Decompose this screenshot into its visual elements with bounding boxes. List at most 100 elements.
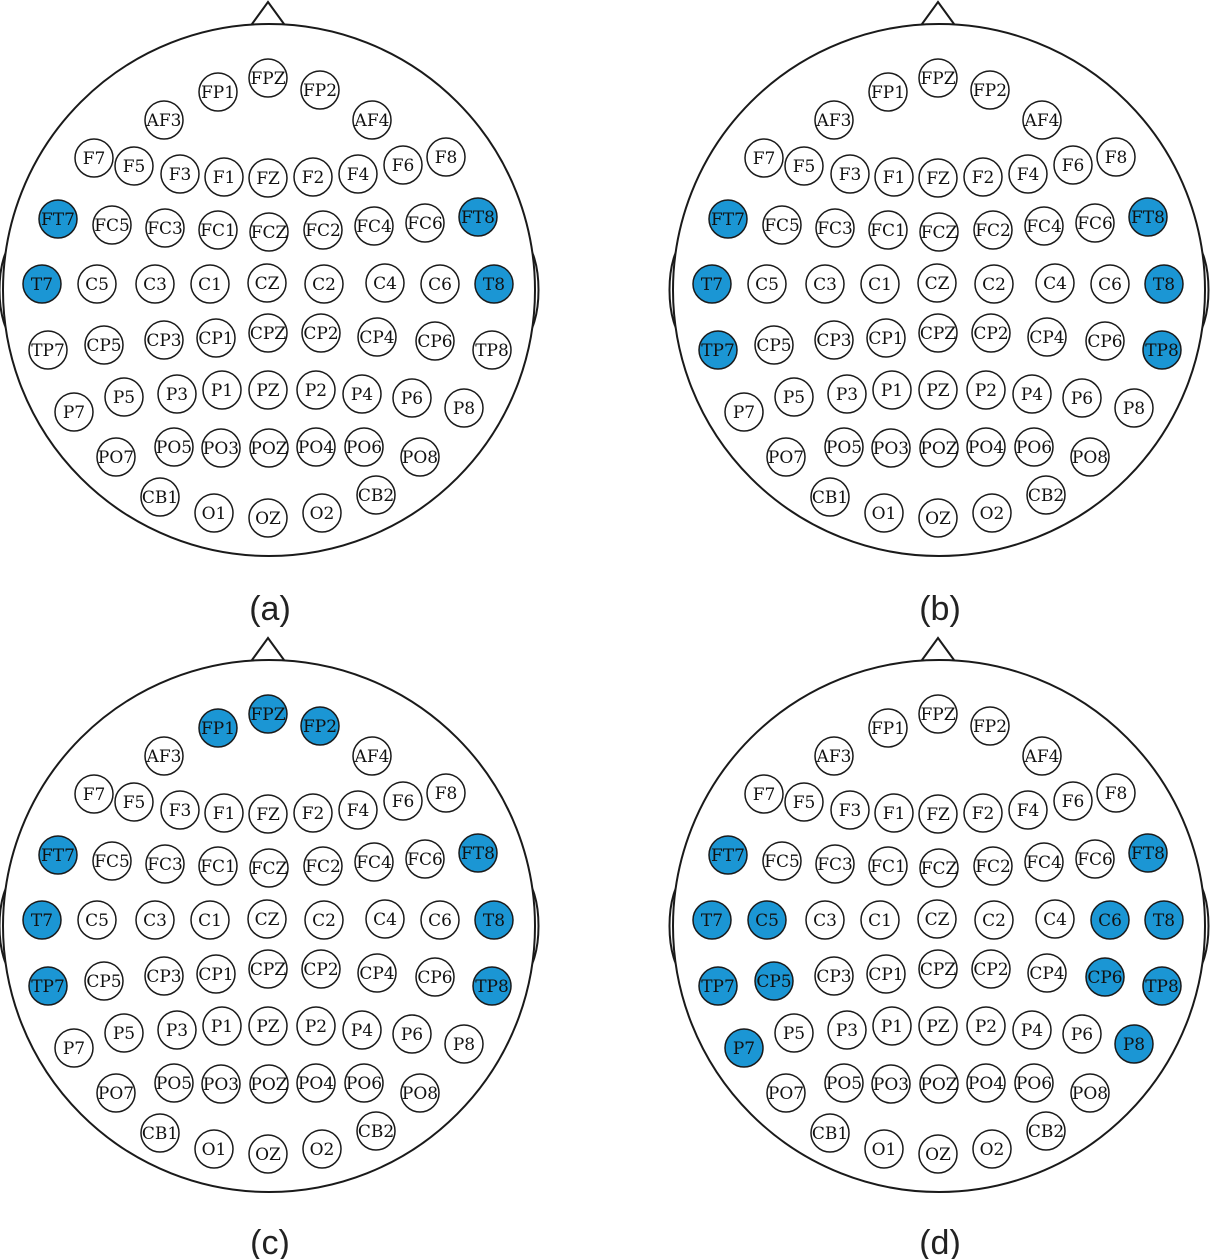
electrode-label: F7 <box>753 149 776 169</box>
electrode-af3: AF3 <box>144 736 184 776</box>
electrode-label: OZ <box>925 509 951 529</box>
electrode-label: O2 <box>310 504 335 524</box>
electrode-marker <box>248 1134 288 1174</box>
electrode-marker <box>405 203 445 243</box>
electrode-label: CB1 <box>812 1124 848 1144</box>
electrode-f8: F8 <box>1096 773 1136 813</box>
electrode-label: FPZ <box>920 69 955 89</box>
electrode-tp7: TP7 <box>28 330 68 370</box>
electrode-label: F1 <box>213 168 236 188</box>
electrode-marker <box>1026 475 1066 515</box>
electrode-c2: C2 <box>974 900 1014 940</box>
electrode-marker <box>160 154 200 194</box>
electrode-label: CP2 <box>973 324 1008 344</box>
electrode-marker <box>1014 427 1054 467</box>
electrode-marker <box>96 1073 136 1113</box>
electrode-cp4: CP4 <box>357 317 397 357</box>
electrode-af4: AF4 <box>352 736 392 776</box>
electrode-label: FZ <box>926 169 950 189</box>
electrode-marker <box>917 263 957 303</box>
electrode-c3: C3 <box>805 264 845 304</box>
electrode-po8: PO8 <box>400 1073 440 1113</box>
electrode-cp1: CP1 <box>196 318 236 358</box>
electrode-marker <box>868 210 908 250</box>
electrode-c2: C2 <box>304 900 344 940</box>
electrode-label: CP4 <box>1029 328 1064 348</box>
electrode-fc1: FC1 <box>868 210 908 250</box>
electrode-label: F1 <box>883 168 906 188</box>
electrode-marker <box>872 370 912 410</box>
electrode-label: P4 <box>1021 1021 1043 1041</box>
electrode-cp1: CP1 <box>196 954 236 994</box>
electrode-label: F7 <box>83 149 106 169</box>
electrode-label: C6 <box>428 911 452 931</box>
electrode-label: C1 <box>868 911 892 931</box>
electrode-marker <box>248 1006 288 1046</box>
panel-caption: (d) <box>919 1224 961 1259</box>
electrode-marker <box>296 370 336 410</box>
electrode-cp2: CP2 <box>301 949 341 989</box>
electrode-label: CP2 <box>303 960 338 980</box>
electrode-marker <box>248 498 288 538</box>
electrode-label: FC3 <box>817 219 853 239</box>
electrode-label: FT7 <box>41 846 75 866</box>
electrode-tp8: TP8 <box>472 966 512 1006</box>
electrode-p6: P6 <box>392 378 432 418</box>
electrode-marker <box>1027 953 1067 993</box>
electrode-marker <box>766 437 806 477</box>
electrode-fc5: FC5 <box>762 841 802 881</box>
electrode-label: FC6 <box>1077 850 1113 870</box>
electrode-label: F1 <box>883 804 906 824</box>
electrode-label: F2 <box>302 168 325 188</box>
electrode-marker <box>874 157 914 197</box>
electrode-cp5: CP5 <box>84 961 124 1001</box>
electrode-ft7: FT7 <box>708 199 748 239</box>
electrode-marker <box>344 427 384 467</box>
electrode-marker <box>766 1073 806 1113</box>
electrode-po7: PO7 <box>766 437 806 477</box>
electrode-marker <box>830 154 870 194</box>
electrode-label: FC6 <box>407 214 443 234</box>
electrode-label: P5 <box>113 388 135 408</box>
electrode-label: FC1 <box>200 857 236 877</box>
electrode-label: P7 <box>63 403 85 423</box>
electrode-marker <box>1008 790 1048 830</box>
electrode-marker <box>365 899 405 939</box>
electrode-marker <box>698 330 738 370</box>
electrode-label: OZ <box>255 509 281 529</box>
electrode-label: PO5 <box>826 438 862 458</box>
electrode-p8: P8 <box>1114 388 1154 428</box>
electrode-label: P8 <box>1123 399 1145 419</box>
electrode-pz: PZ <box>248 1006 288 1046</box>
electrode-label: F5 <box>793 793 816 813</box>
electrode-label: CP6 <box>417 968 452 988</box>
electrode-marker <box>860 264 900 304</box>
electrode-marker <box>1035 263 1075 303</box>
electrode-label: F4 <box>1017 165 1040 185</box>
electrode-po3: PO3 <box>871 1064 911 1104</box>
electrode-label: P4 <box>1021 385 1043 405</box>
electrode-label: F8 <box>435 784 458 804</box>
electrode-label: CB2 <box>1028 1122 1064 1142</box>
electrode-marker <box>872 1006 912 1046</box>
electrode-p4: P4 <box>1012 374 1052 414</box>
electrode-po5: PO5 <box>824 427 864 467</box>
electrode-f6: F6 <box>383 145 423 185</box>
electrode-marker <box>966 370 1006 410</box>
electrode-marker <box>973 210 1013 250</box>
electrode-label: C4 <box>373 910 397 930</box>
electrode-af3: AF3 <box>814 736 854 776</box>
electrode-label: P6 <box>1071 389 1093 409</box>
electrode-label: C2 <box>982 275 1006 295</box>
electrode-marker <box>815 844 855 884</box>
electrode-label: PO6 <box>346 1074 382 1094</box>
electrode-cp5: CP5 <box>754 961 794 1001</box>
electrode-marker <box>963 157 1003 197</box>
electrode-label: FT8 <box>1131 208 1165 228</box>
electrode-label: P7 <box>733 1039 755 1059</box>
electrode-label: OZ <box>925 1145 951 1165</box>
electrode-tp7: TP7 <box>28 966 68 1006</box>
electrode-cp3: CP3 <box>144 956 184 996</box>
electrode-o1: O1 <box>864 1129 904 1169</box>
electrode-label: PZ <box>256 381 279 401</box>
